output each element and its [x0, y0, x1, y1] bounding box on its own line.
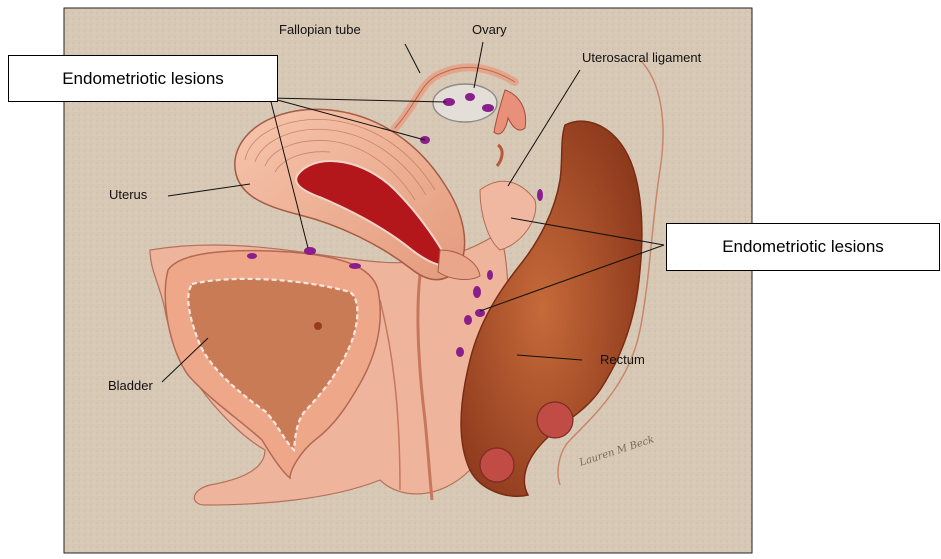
label-rectum: Rectum — [600, 352, 645, 367]
lesion-spot — [482, 104, 494, 112]
label-fallopian-tube: Fallopian tube — [279, 22, 361, 37]
ovary-shape — [433, 84, 497, 122]
callout-endometriotic-lesions-top: Endometriotic lesions — [8, 55, 278, 102]
label-uterus: Uterus — [109, 187, 147, 202]
lesion-spot — [304, 247, 316, 255]
lesion-spot — [349, 263, 361, 269]
rectal-nodule — [537, 402, 573, 438]
rectal-nodule — [480, 448, 514, 482]
lesion-spot — [537, 189, 543, 201]
callout-endometriotic-lesions-right: Endometriotic lesions — [666, 223, 940, 271]
lesion-spot — [456, 347, 464, 357]
lesion-spot — [247, 253, 257, 259]
label-uterosacral-ligament: Uterosacral ligament — [582, 50, 701, 65]
lesion-spot — [473, 286, 481, 298]
lesion-spot — [487, 270, 493, 280]
lesion-spot — [464, 315, 472, 325]
lesion-spot — [465, 93, 475, 101]
label-ovary: Ovary — [472, 22, 507, 37]
label-bladder: Bladder — [108, 378, 153, 393]
